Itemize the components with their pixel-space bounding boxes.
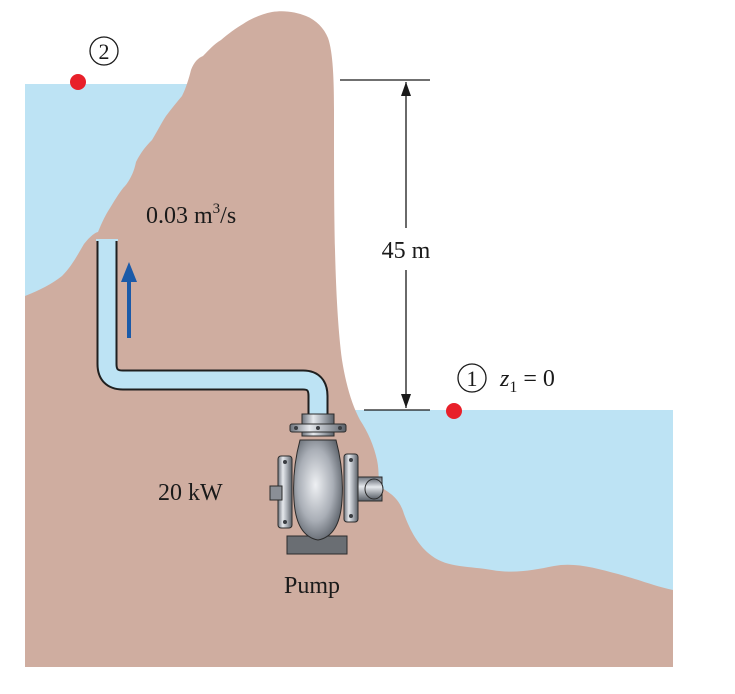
- flow-rate-label: 0.03 m3/s: [146, 201, 236, 229]
- point-1-label: 1: [467, 366, 478, 391]
- pump-volute: [293, 439, 343, 541]
- point-2-circle: [89, 36, 119, 66]
- discharge-pipe: [98, 240, 327, 418]
- pump-label: Pump: [284, 573, 340, 599]
- point-1-marker: [446, 403, 462, 419]
- flow-rate-exponent: 3: [213, 201, 221, 217]
- flow-rate-value: 0.03 m: [146, 203, 213, 229]
- point-2-label: 2: [99, 39, 110, 64]
- z1-label: z1 = 0: [499, 366, 555, 396]
- point-1-circle: [457, 363, 487, 393]
- rock-terrain: [25, 11, 673, 667]
- z-variable: z: [499, 366, 510, 392]
- pump: [269, 413, 384, 555]
- dimension-arrowhead-top: [401, 82, 411, 96]
- pump-suction-flange: [343, 453, 359, 523]
- power-label: 20 kW: [158, 480, 223, 506]
- up-arrow-icon: [121, 262, 137, 338]
- height-label: 45 m: [382, 238, 431, 264]
- z-subscript: 1: [509, 379, 517, 396]
- z-equals: = 0: [517, 366, 555, 392]
- flow-rate-unit: /s: [220, 203, 236, 229]
- point-2-marker: [70, 74, 86, 90]
- dimension-arrowhead-bottom: [401, 394, 411, 408]
